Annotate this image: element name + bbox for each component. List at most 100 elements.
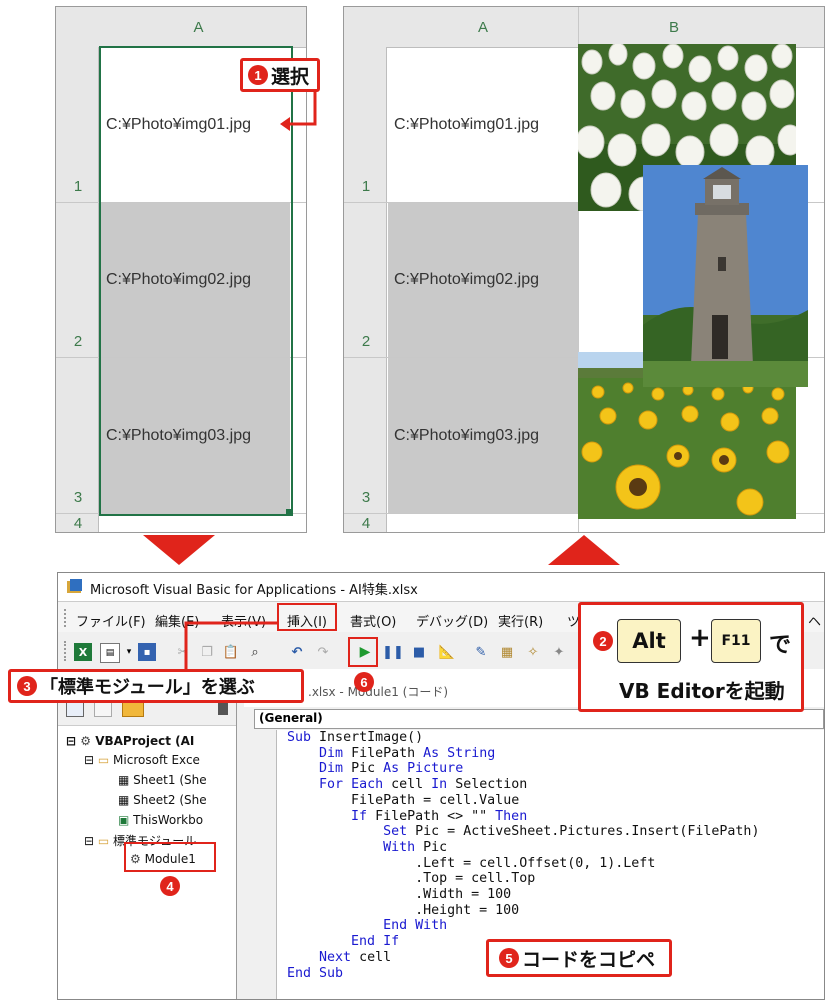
object-dropdown[interactable]: (General) — [254, 709, 824, 729]
row-header-strip — [56, 47, 99, 532]
menu-debug[interactable]: デバッグ(D) — [416, 615, 489, 630]
code-window-title-text: .xlsx - Module1 (コード) — [308, 685, 449, 699]
code-line[interactable]: FilePath = cell.Value — [351, 792, 520, 808]
reset-icon[interactable]: ■ — [412, 644, 426, 660]
object-browser-icon[interactable]: ✧ — [527, 644, 539, 660]
code-line[interactable]: End If — [351, 934, 400, 950]
menu-insert[interactable]: 挿入(I) — [287, 615, 327, 630]
insert-userform-icon[interactable]: ▤ — [100, 643, 120, 663]
tree-excel-objects[interactable]: ⊟ ▭ Microsoft Exce — [84, 753, 200, 767]
pane-scroll-icon[interactable] — [218, 703, 228, 715]
project-explorer-icon[interactable]: ✎ — [475, 644, 487, 660]
find-icon[interactable]: ⌕ — [251, 644, 259, 660]
column-header-a[interactable]: A — [56, 7, 306, 48]
menu-format[interactable]: 書式(O) — [350, 615, 397, 630]
tree-project[interactable]: ⊟ ⚙ VBAProject (AI — [66, 734, 195, 748]
fill-handle[interactable] — [286, 509, 292, 515]
code-line[interactable]: Dim Pic As Picture — [319, 761, 464, 777]
code-margin — [244, 730, 277, 999]
menu-help[interactable]: ヘ — [808, 615, 822, 630]
properties-icon[interactable]: ▦ — [500, 644, 514, 660]
excel-view-icon[interactable]: X — [74, 643, 92, 661]
step5-callout: 5 コードをコピペ — [486, 939, 672, 977]
row-number[interactable]: 2 — [73, 333, 83, 350]
view-code-icon[interactable] — [66, 701, 84, 717]
column-header-a[interactable]: A — [477, 18, 488, 36]
code-line[interactable]: .Height = 100 — [287, 902, 520, 918]
code-line[interactable]: .Width = 100 — [287, 887, 512, 903]
lighthouse-photo[interactable] — [643, 165, 808, 387]
code-line[interactable]: End With — [383, 918, 448, 934]
row-number[interactable]: 3 — [73, 489, 83, 506]
step3-badge: 3 — [17, 676, 37, 696]
menu-file[interactable]: ファイル(F) — [76, 615, 146, 630]
code-line[interactable]: Sub InsertImage() — [287, 730, 424, 745]
menu-run[interactable]: 実行(R) — [498, 615, 544, 630]
row-number[interactable]: 3 — [361, 489, 371, 506]
step5-badge: 5 — [499, 948, 519, 968]
row-number[interactable]: 1 — [361, 178, 371, 195]
left-excel-sheet: A 1 2 3 4 C:¥Photo¥img01.jpg C:¥Photo¥im… — [55, 6, 307, 533]
up-arrow — [548, 535, 620, 565]
alt-key: Alt — [617, 619, 681, 663]
column-header-b[interactable]: B — [668, 18, 679, 36]
row-number[interactable]: 1 — [73, 178, 83, 195]
design-mode-icon[interactable]: 📐 — [438, 644, 456, 660]
row-number[interactable]: 2 — [361, 333, 371, 350]
f11-key: F11 — [711, 619, 761, 663]
cell-a3[interactable]: C:¥Photo¥img03.jpg — [100, 358, 290, 513]
redo-icon[interactable]: ↷ — [317, 644, 329, 660]
code-line[interactable]: End Sub — [287, 965, 344, 981]
step4-badge: 4 — [160, 876, 180, 896]
cell-a3[interactable]: C:¥Photo¥img03.jpg — [388, 358, 578, 513]
right-excel-sheet: A B 1 2 3 4 C:¥Photo¥img01.jpg C:¥Photo¥… — [343, 6, 825, 533]
vba-app-icon — [67, 579, 82, 593]
step3-callout: 3 「標準モジュール」を選ぶ — [8, 669, 304, 703]
code-line[interactable]: .Left = cell.Offset(0, 1).Left — [287, 855, 656, 871]
view-object-icon[interactable] — [94, 701, 112, 717]
code-line[interactable]: For Each cell In Selection — [319, 777, 528, 793]
tree-modules-folder[interactable]: ⊟ ▭ 標準モジュール — [84, 834, 197, 848]
window-title: Microsoft Visual Basic for Applications … — [90, 583, 418, 598]
code-line[interactable]: .Top = cell.Top — [287, 871, 536, 887]
code-line[interactable]: Set Pic = ActiveSheet.Pictures.Insert(Fi… — [383, 824, 760, 840]
code-line[interactable]: Next cell — [319, 949, 392, 965]
tree-thisworkbook[interactable]: ▣ ThisWorkbo — [118, 813, 204, 827]
code-line[interactable]: With Pic — [383, 839, 448, 855]
module1-highlight — [124, 842, 216, 872]
step2-callout: 2 Alt + F11 で VB Editorを起動 — [578, 602, 804, 712]
save-icon[interactable]: ▪ — [138, 643, 156, 661]
toolbox-icon[interactable]: ✦ — [553, 644, 565, 660]
undo-icon[interactable]: ↶ — [291, 644, 303, 660]
step1-badge: 1 — [248, 65, 268, 85]
step2-badge: 2 — [593, 631, 613, 651]
code-line[interactable]: If FilePath <> "" Then — [351, 808, 528, 824]
tree-sheet2[interactable]: ▦ Sheet2 (She — [118, 793, 207, 807]
menu-tools[interactable]: ツ — [567, 615, 581, 630]
selection-range — [99, 46, 293, 516]
cell-a2[interactable]: C:¥Photo¥img02.jpg — [100, 203, 290, 357]
menu-edit[interactable]: 編集(E) — [155, 615, 200, 630]
dropdown-arrow-icon[interactable]: ▾ — [126, 647, 132, 657]
break-icon[interactable]: ❚❚ — [382, 644, 404, 660]
cut-icon[interactable]: ✂ — [177, 644, 189, 660]
row-header-strip — [344, 47, 387, 532]
code-line[interactable]: Dim FilePath As String — [319, 745, 496, 761]
copy-icon[interactable]: ❐ — [201, 644, 213, 660]
step1-callout: 1 選択 — [240, 58, 320, 92]
down-arrow — [143, 535, 215, 565]
cell-a1[interactable]: C:¥Photo¥img01.jpg — [394, 115, 539, 133]
step6-badge: 6 — [354, 672, 374, 692]
run-button-highlight — [348, 637, 378, 667]
cell-a2[interactable]: C:¥Photo¥img02.jpg — [388, 203, 578, 357]
tree-module1[interactable]: ⚙ Module1 — [130, 852, 196, 866]
tree-sheet1[interactable]: ▦ Sheet1 (She — [118, 773, 207, 787]
row-number[interactable]: 4 — [361, 515, 371, 532]
cell-a1[interactable]: C:¥Photo¥img01.jpg — [106, 115, 251, 133]
run-icon[interactable]: ▶ — [359, 644, 371, 660]
code-editor[interactable]: Sub InsertImage() Dim FilePath As String… — [287, 730, 759, 981]
paste-icon[interactable]: 📋 — [222, 644, 240, 660]
title-bar — [58, 573, 824, 602]
row-number[interactable]: 4 — [73, 515, 83, 532]
step1-arrow — [280, 92, 317, 131]
